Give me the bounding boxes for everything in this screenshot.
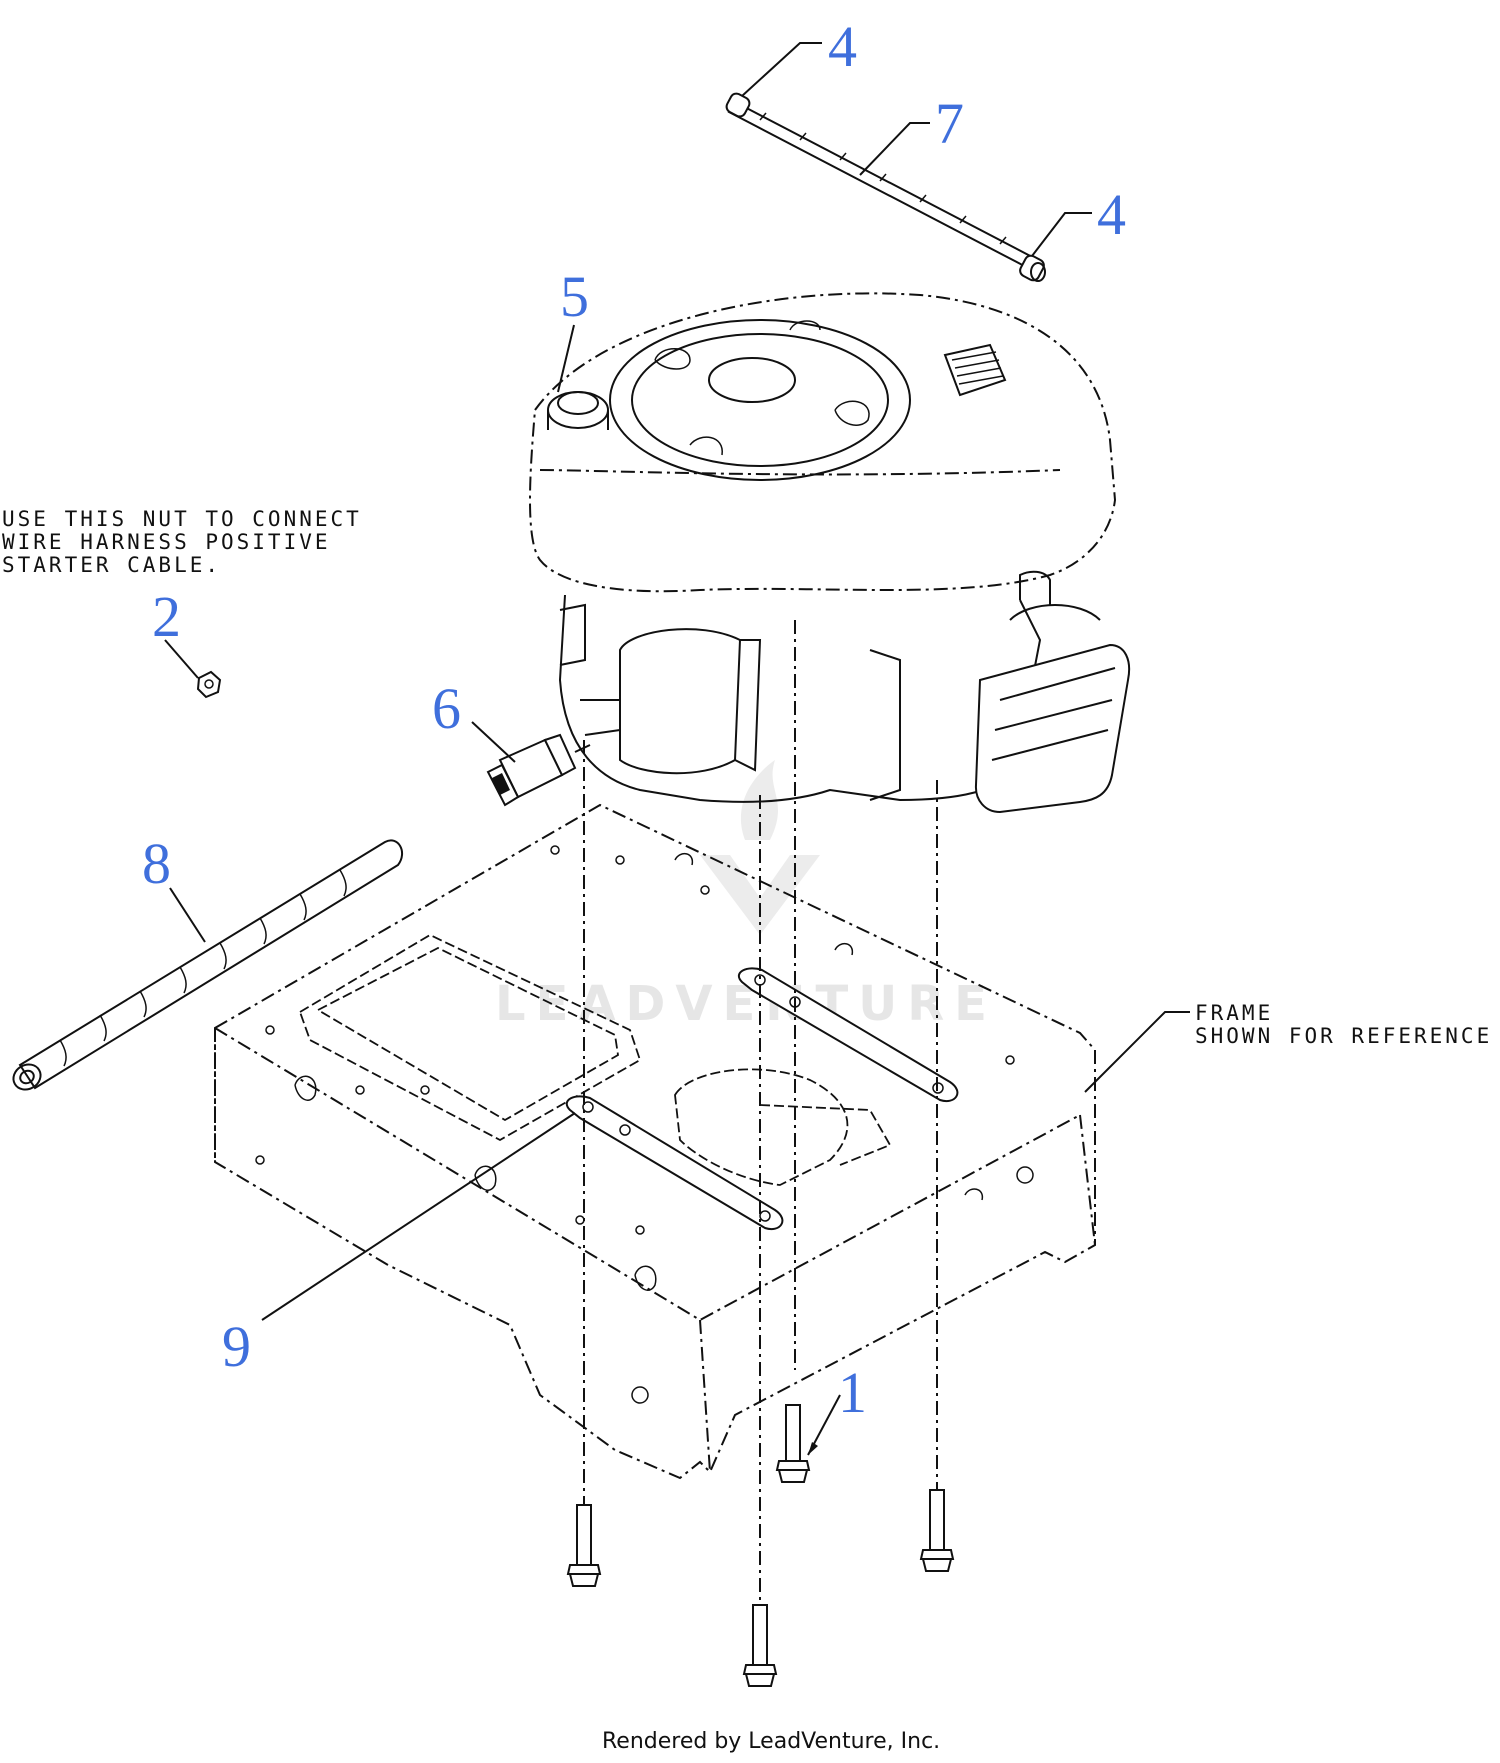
- leader-lines: [164, 42, 1190, 1456]
- bolt-1-right: [919, 1489, 955, 1572]
- callout-6: 6: [432, 676, 461, 741]
- fuel-filter-6: [486, 733, 591, 807]
- callout-5: 5: [560, 264, 589, 329]
- hex-nut-2: [196, 670, 222, 699]
- nut-note-line-3: STARTER CABLE.: [2, 553, 221, 577]
- footer-credit: Rendered by LeadVenture, Inc.: [602, 1729, 940, 1754]
- callout-1: 1: [838, 1360, 867, 1425]
- nut-note-line-2: WIRE HARNESS POSITIVE: [2, 530, 331, 554]
- callout-7: 7: [935, 91, 964, 156]
- callout-4-top: 4: [828, 14, 857, 79]
- frame-note-line-2: SHOWN FOR REFERENCE: [1195, 1024, 1492, 1048]
- spacer-bar-front: [565, 1095, 784, 1231]
- bolt-1-center: [775, 1404, 811, 1483]
- nut-note-line-1: USE THIS NUT TO CONNECT: [2, 507, 362, 531]
- engine: [529, 292, 1130, 1600]
- bolt-1-front: [566, 1504, 602, 1587]
- frame-note-line-1: FRAME: [1195, 1001, 1273, 1025]
- callout-4-bottom: 4: [1097, 182, 1126, 247]
- fuel-line-clamp-4-bottom: [1019, 254, 1046, 282]
- bolt-1-bottom: [742, 1604, 778, 1687]
- fuel-line-7: [727, 100, 1040, 272]
- cover-tube-8: [12, 839, 404, 1091]
- callout-2: 2: [152, 584, 181, 649]
- frame: [214, 803, 1096, 1480]
- callout-8: 8: [142, 831, 171, 896]
- callout-9: 9: [222, 1314, 251, 1379]
